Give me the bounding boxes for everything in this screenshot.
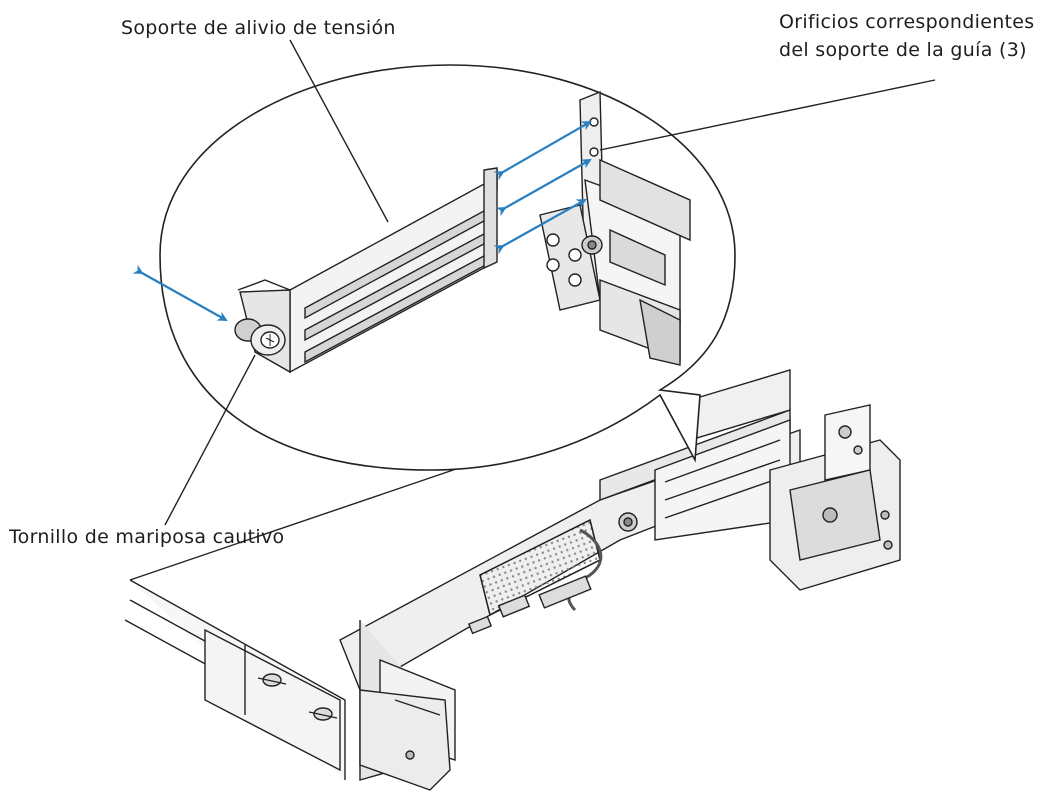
arrow-hole-3 bbox=[493, 199, 587, 255]
front-knob bbox=[308, 707, 338, 721]
alignment-arrows bbox=[132, 121, 592, 321]
label-strain-relief-bracket: Soporte de alivio de tensión bbox=[121, 17, 396, 39]
leader-lines bbox=[164, 39, 936, 526]
front-knob bbox=[257, 673, 287, 687]
arrow-thumbscrew bbox=[132, 264, 228, 321]
label-rail-bracket-holes: Orificios correspondientes del soporte d… bbox=[779, 8, 1034, 64]
label-rail-bracket-holes-line1: Orificios correspondientes bbox=[779, 11, 1035, 33]
rail-bracket bbox=[539, 90, 691, 366]
leader-holes bbox=[599, 79, 936, 151]
leader-thumbscrew bbox=[164, 354, 256, 526]
label-rail-bracket-holes-line2: del soporte de la guía (3) bbox=[779, 39, 1027, 61]
server-chassis bbox=[124, 369, 901, 791]
label-captive-thumbscrew: Tornillo de mariposa cautivo bbox=[9, 526, 285, 548]
strain-relief-bracket bbox=[237, 167, 498, 374]
leader-strain-relief bbox=[289, 39, 389, 223]
captive-thumbscrew bbox=[234, 318, 286, 356]
